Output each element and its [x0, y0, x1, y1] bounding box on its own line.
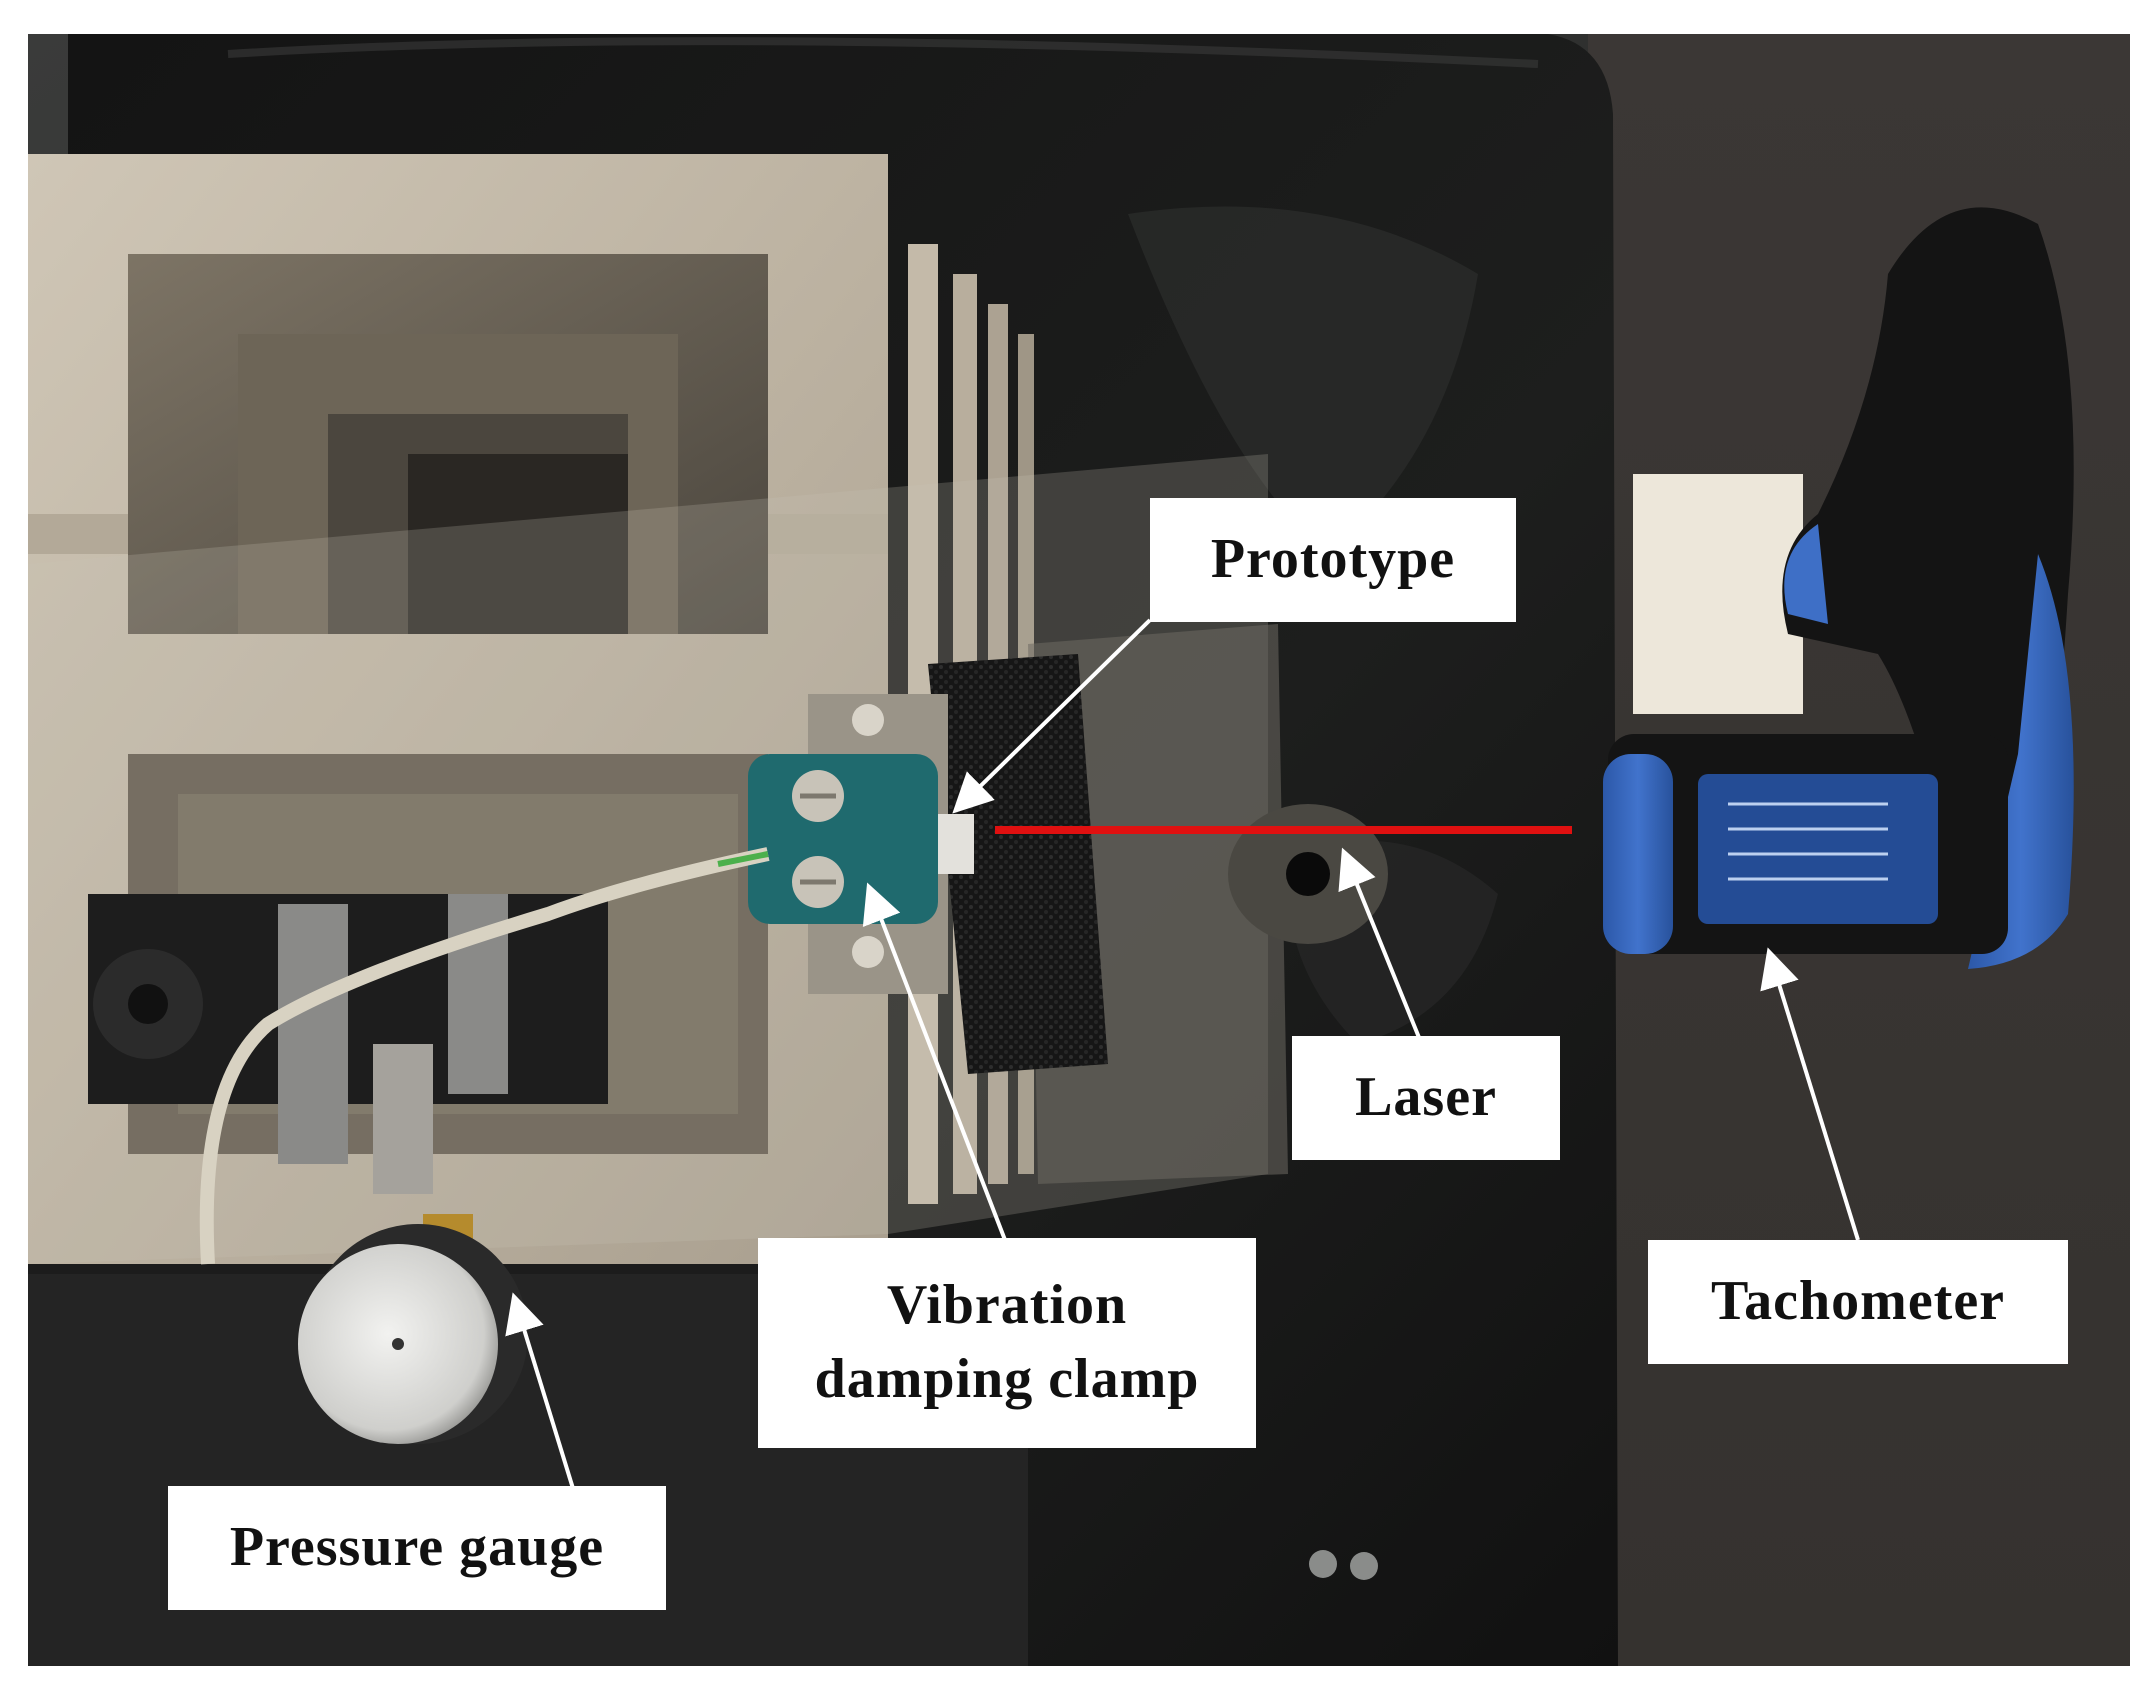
laser-label: Laser	[1292, 1036, 1560, 1160]
pressure-gauge-label: Pressure gauge	[168, 1486, 666, 1610]
vibration-damping-clamp-line1: Vibration	[886, 1274, 1128, 1337]
prototype-label: Prototype	[1150, 498, 1516, 622]
prototype-label-text: Prototype	[1210, 528, 1456, 591]
pressure-gauge-label-text: Pressure gauge	[229, 1516, 605, 1579]
tachometer-label: Tachometer	[1648, 1240, 2068, 1364]
vibration-damping-clamp-label: Vibration damping clamp	[758, 1238, 1256, 1448]
tachometer-label-text: Tachometer	[1710, 1270, 2006, 1333]
vibration-damping-clamp-line2: damping clamp	[814, 1348, 1200, 1410]
laser-label-text: Laser	[1355, 1066, 1497, 1129]
